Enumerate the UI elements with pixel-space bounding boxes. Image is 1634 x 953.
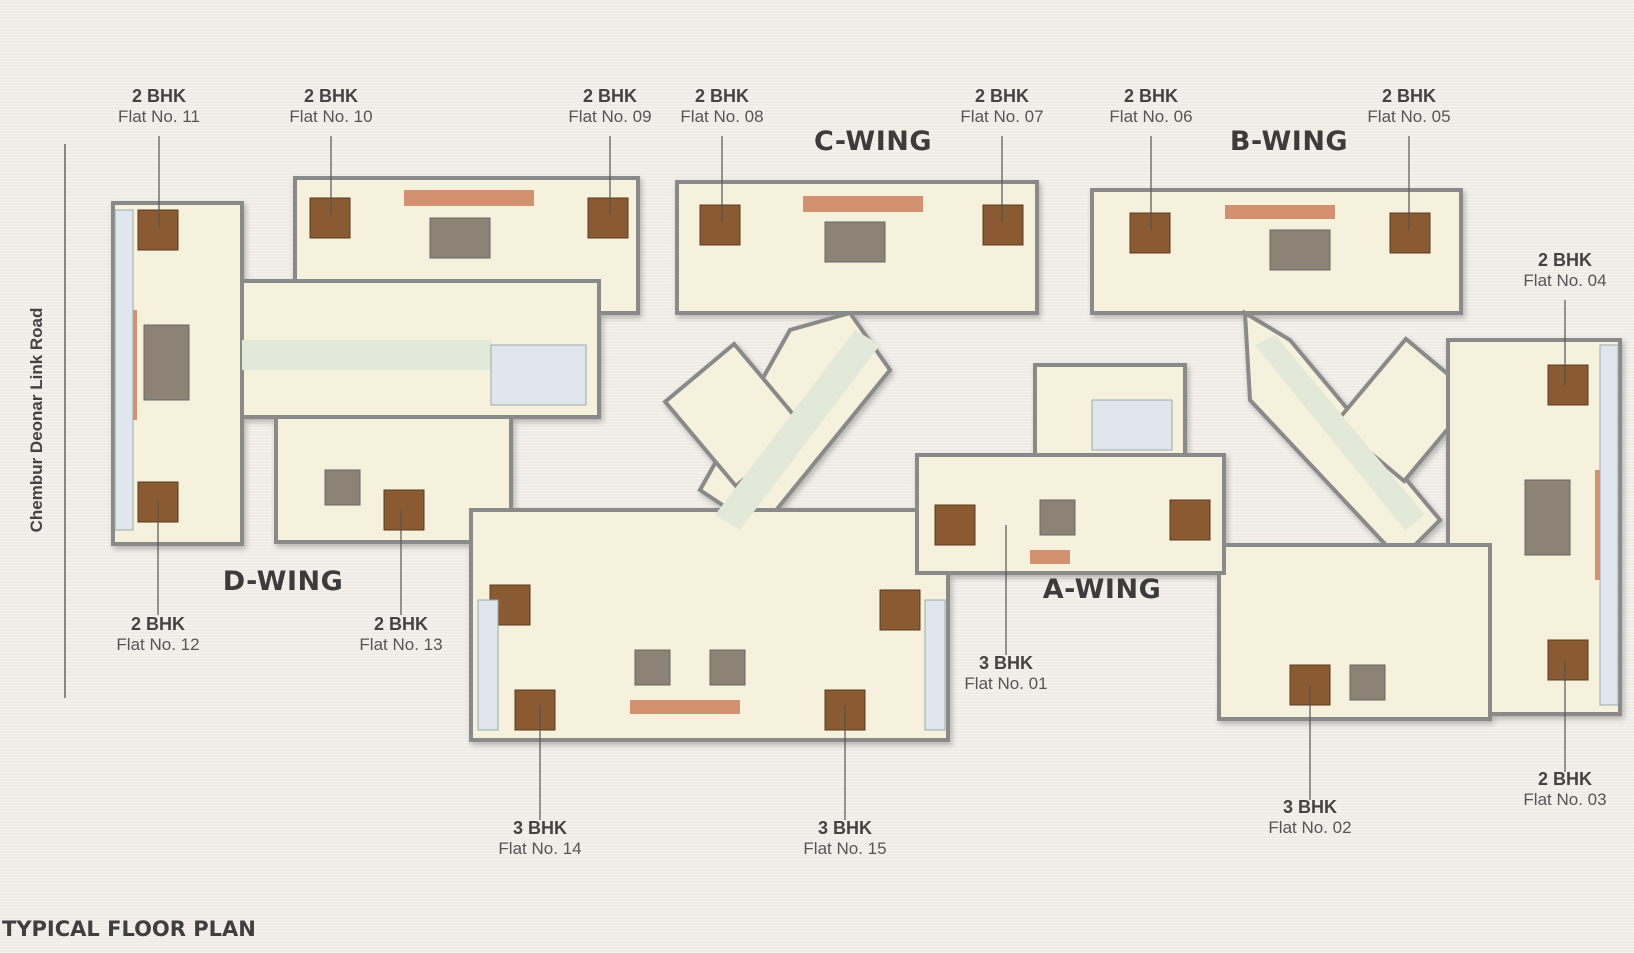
- flat-number: Flat No. 05: [1367, 106, 1451, 126]
- flat-number: Flat No. 15: [803, 838, 887, 858]
- a-wing-label: A-WING: [1042, 574, 1162, 605]
- flat-number: Flat No. 09: [568, 106, 652, 126]
- flat-number: Flat No. 06: [1109, 106, 1193, 126]
- flat-type: 2 BHK: [373, 614, 428, 634]
- flat-number: Flat No. 10: [289, 106, 373, 126]
- flat-type: 2 BHK: [1381, 86, 1436, 106]
- flat-number: Flat No. 03: [1523, 789, 1607, 809]
- flat-type: 2 BHK: [131, 86, 187, 106]
- flat-type: 3 BHK: [978, 653, 1033, 673]
- flat-type: 2 BHK: [1123, 86, 1178, 106]
- flat-type: 3 BHK: [817, 818, 872, 838]
- d-wing-label: D-WING: [222, 566, 344, 597]
- page-title: TYPICAL FLOOR PLAN: [2, 917, 256, 941]
- flat-number: Flat No. 13: [359, 634, 443, 654]
- flat-number: Flat No. 02: [1268, 817, 1352, 837]
- flat-number: Flat No. 07: [960, 106, 1044, 126]
- flat-number: Flat No. 04: [1523, 270, 1607, 290]
- flat-type: 2 BHK: [130, 614, 185, 634]
- flat-number: Flat No. 14: [498, 838, 582, 858]
- flat-type: 2 BHK: [303, 86, 358, 106]
- flat-number: Flat No. 01: [964, 673, 1048, 693]
- c-wing-label: C-WING: [813, 126, 933, 157]
- road-label: Chembur Deonar Link Road: [27, 307, 46, 533]
- b-wing-label: B-WING: [1229, 126, 1349, 157]
- flat-number: Flat No. 08: [680, 106, 764, 126]
- flat-number: Flat No. 12: [116, 634, 200, 654]
- flat-type: 3 BHK: [1282, 797, 1337, 817]
- flat-type: 2 BHK: [582, 86, 637, 106]
- flat-number: Flat No. 11: [118, 106, 200, 126]
- flat-type: 2 BHK: [1537, 769, 1592, 789]
- flat-type: 2 BHK: [694, 86, 749, 106]
- flat-type: 2 BHK: [974, 86, 1029, 106]
- flat-type: 2 BHK: [1537, 250, 1592, 270]
- flat-type: 3 BHK: [512, 818, 567, 838]
